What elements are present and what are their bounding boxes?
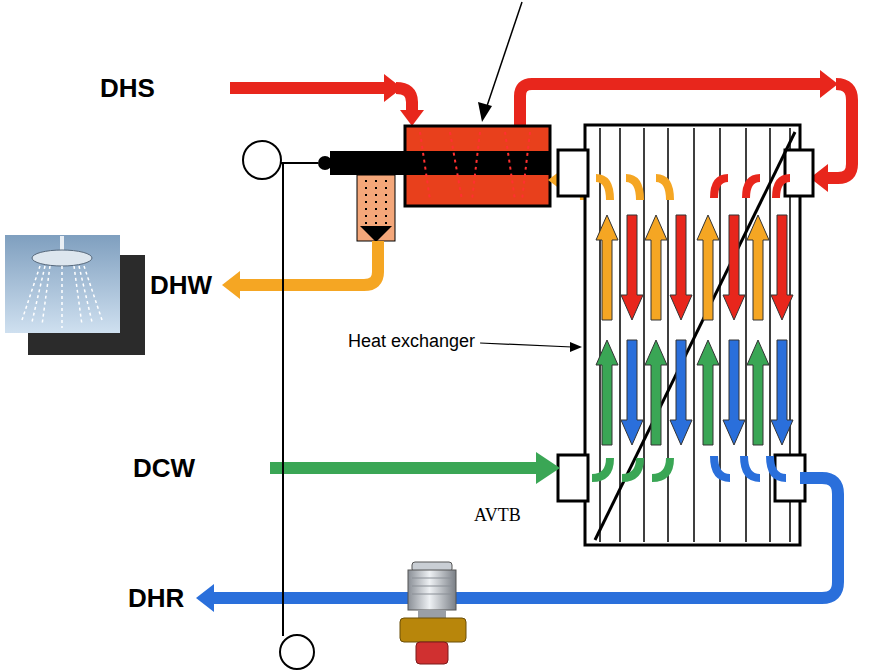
heat-exchanger xyxy=(558,125,813,545)
leader-line xyxy=(480,342,582,352)
part-label: Heat exchanger xyxy=(348,332,475,352)
part-label: AVTB xyxy=(474,506,521,526)
cold-water-pipe xyxy=(270,452,560,484)
shower-picture xyxy=(5,235,145,355)
thermostatic-valve xyxy=(318,126,550,242)
pipe-label: DHS xyxy=(100,74,155,103)
avtb-valve xyxy=(400,562,466,664)
hot-water-pipe xyxy=(222,168,585,299)
pipe-label: DCW xyxy=(133,454,195,483)
pipe-label: DHR xyxy=(128,584,184,613)
pipe-label: DHW xyxy=(150,271,212,300)
control-line xyxy=(243,141,318,669)
return-pipe xyxy=(196,478,838,612)
